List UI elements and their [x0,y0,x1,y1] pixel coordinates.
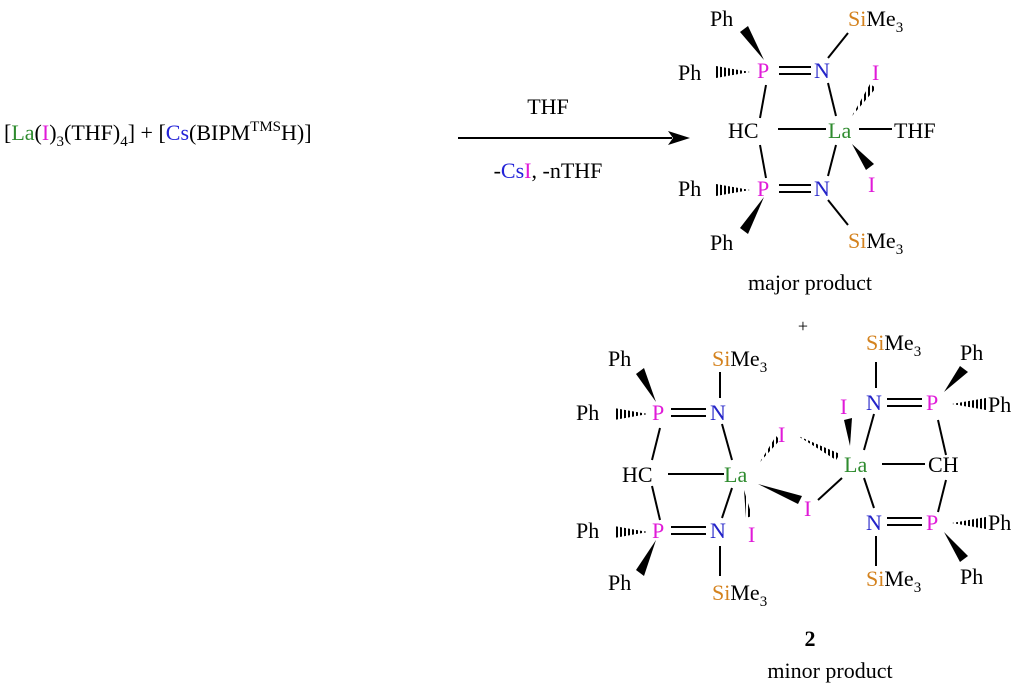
major-p-1: P [757,58,769,83]
minor-i-4: I [840,394,847,419]
minor-p-1: P [652,400,664,425]
minor-product-caption: minor product [767,658,892,683]
major-ph-2: Ph [678,60,701,85]
minor-ph-2: Ph [576,400,599,425]
minor-sime3-1: SiMe3 [712,346,767,376]
major-sime3-1: SiMe3 [848,6,903,36]
minor-la-1: La [724,462,747,487]
major-product-caption: major product [748,270,872,295]
minor-ph-6: Ph [988,392,1011,417]
major-ph-3: Ph [678,176,701,201]
plus-sign: + [798,316,808,336]
reactants-equation: [La(I)3(THF)4] + [Cs(BIPMTMSH)] [4,119,312,150]
major-n-1: N [814,58,830,83]
minor-ph-7: Ph [988,510,1011,535]
minor-n-2: N [710,518,726,543]
reaction-arrow [458,131,690,145]
minor-product-number: 2 [805,626,816,651]
minor-ph-3: Ph [576,518,599,543]
minor-n-3: N [866,390,882,415]
minor-n-1: N [710,400,726,425]
minor-sime3-4: SiMe3 [866,566,921,596]
minor-hc: HC [622,462,653,487]
minor-i-1: I [778,422,785,447]
minor-p-4: P [926,510,938,535]
major-product-structure [716,26,892,234]
minor-i-2: I [804,496,811,521]
major-ph-1: Ph [710,6,733,31]
major-ph-4: Ph [710,230,733,255]
major-hc: HC [728,118,759,143]
minor-sime3-3: SiMe3 [866,330,921,360]
minor-la-2: La [844,452,867,477]
major-thf: THF [894,118,936,143]
major-i-1: I [872,60,879,85]
minor-ph-1: Ph [608,346,631,371]
major-la: La [828,118,851,143]
minor-p-2: P [652,518,664,543]
minor-i-3: I [748,522,755,547]
major-p-2: P [757,176,769,201]
minor-ph-4: Ph [608,570,631,595]
minor-product-structure [614,362,986,576]
arrow-condition-above: THF [527,94,569,119]
minor-ch: CH [928,452,959,477]
minor-n-4: N [866,510,882,535]
minor-product-labels: Ph Ph Ph Ph P P N N HC La I I I SiMe3 Si… [576,330,1011,610]
minor-ph-8: Ph [960,564,983,589]
major-product-labels: Ph Ph Ph Ph P P N N HC La THF I I SiMe3 … [678,6,936,258]
major-n-2: N [814,176,830,201]
arrow-condition-below: -CsI, -nTHF [494,158,603,183]
minor-ph-5: Ph [960,340,983,365]
minor-sime3-2: SiMe3 [712,580,767,610]
major-i-2: I [868,172,875,197]
major-sime3-2: SiMe3 [848,228,903,258]
minor-p-3: P [926,390,938,415]
